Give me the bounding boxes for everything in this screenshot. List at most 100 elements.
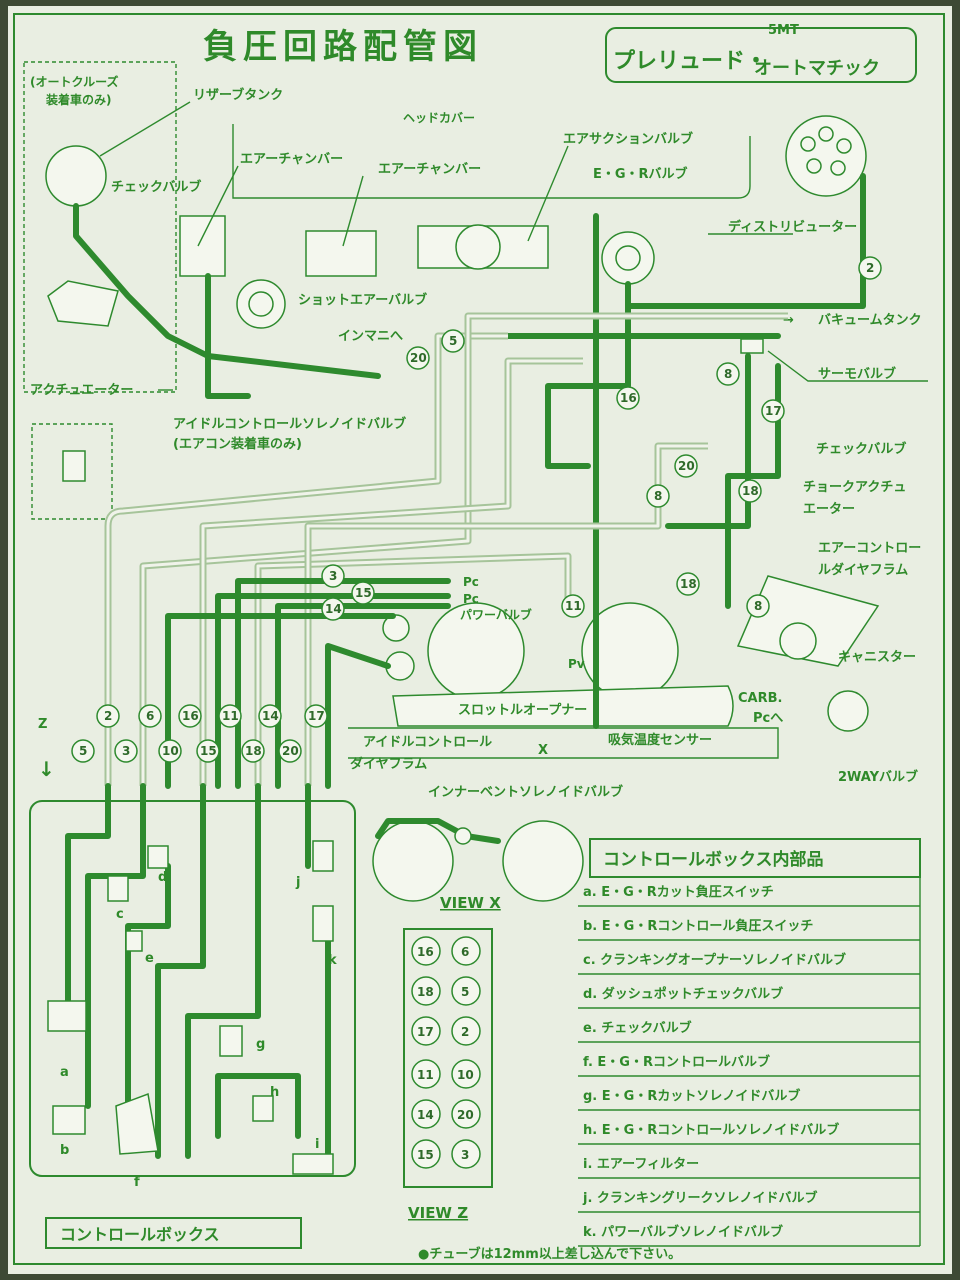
component-i: [292, 1153, 334, 1175]
control-box: [29, 800, 356, 1177]
z-mark: Z: [38, 717, 47, 732]
component-j: [312, 840, 334, 872]
letter-e: e: [145, 951, 154, 966]
vacuum-tank-label: バキュームタンク: [818, 313, 922, 328]
svg-text:20: 20: [282, 744, 299, 758]
air-control-diaphragm: [736, 575, 880, 667]
svg-text:11: 11: [417, 1068, 434, 1082]
air-chamber-1-label: エアーチャンバー: [240, 152, 343, 167]
shot-air-valve-label: ショットエアーバルブ: [298, 292, 427, 308]
distributor-label: ディストリビューター: [728, 219, 857, 235]
svg-text:8: 8: [654, 489, 662, 503]
model-box: [605, 27, 917, 83]
svg-text:17: 17: [417, 1025, 434, 1039]
idle-control-label-1: アイドルコントロール: [363, 735, 492, 750]
view-x-barrel-1: [372, 820, 454, 902]
svg-text:18: 18: [245, 744, 262, 758]
thermo-valve: [740, 338, 764, 354]
tube-reservoir: [73, 203, 381, 379]
aircon-note: (エアコン装着車のみ): [173, 436, 302, 452]
throttle-opener-label: スロットルオープナー: [458, 703, 587, 718]
air-control-diaphragm-label-1: エアーコントロー: [818, 541, 921, 556]
parts-item: f. E・G・Rコントロールバルブ: [583, 1054, 770, 1070]
view-x-label: VIEW X: [440, 894, 501, 912]
distributor: [785, 115, 867, 197]
svg-text:11: 11: [565, 599, 582, 613]
letter-j: j: [295, 875, 300, 890]
letter-d: d: [158, 870, 167, 885]
svg-text:2: 2: [461, 1025, 469, 1039]
choke-actuator-label-2: エーター: [803, 502, 855, 517]
letter-f: f: [134, 1175, 140, 1190]
svg-text:18: 18: [680, 577, 697, 591]
outer-frame: [13, 13, 945, 1265]
svg-text:20: 20: [457, 1108, 474, 1122]
air-chamber-2-label: エアーチャンバー: [378, 162, 481, 177]
diagram-board: 負圧回路配管図 プレリュード・ 5MT オートマチック (オートクルーズ 装着車…: [8, 6, 952, 1274]
svg-text:6: 6: [146, 709, 154, 723]
svg-text:18: 18: [742, 484, 759, 498]
carb-label: CARB.: [738, 691, 782, 706]
svg-text:20: 20: [410, 351, 427, 365]
svg-text:2: 2: [866, 261, 874, 275]
parts-item: e. チェックバルブ: [583, 1020, 692, 1036]
canister-label: キャニスター: [838, 650, 916, 665]
parts-item: c. クランキングオープナーソレノイドバルブ: [583, 952, 846, 968]
canister: [827, 690, 869, 732]
svg-text:2: 2: [104, 709, 112, 723]
tube-number-markers: 2 5 20 16 8 8 17 18 20 3 15 14 11 8 18 2…: [71, 256, 882, 763]
thermo-valve-label: サーモバルブ: [818, 366, 896, 382]
letter-c: c: [116, 907, 124, 922]
parts-item: h. E・G・Rコントロールソレノイドバルブ: [583, 1122, 839, 1138]
check-valve-top-label: チェックバルブ: [111, 179, 201, 195]
svg-text:6: 6: [461, 945, 469, 959]
air-suction-valve-label: エアサクションバルブ: [563, 131, 693, 147]
carb-body: [392, 685, 734, 727]
intake-temp-sensor-label: 吸気温度センサー: [608, 732, 712, 748]
svg-text:14: 14: [262, 709, 279, 723]
parts-item: a. E・G・Rカット負圧スイッチ: [583, 884, 774, 900]
svg-text:20: 20: [678, 459, 695, 473]
tube-note: ●チューブは12mm以上差し込んで下さい。: [418, 1246, 681, 1262]
view-x-barrel-2: [502, 820, 584, 902]
svg-text:10: 10: [457, 1068, 474, 1082]
component-h: [252, 1095, 274, 1122]
component-f: [115, 1092, 159, 1155]
vacuum-diagram: 負圧回路配管図 プレリュード・ 5MT オートマチック (オートクルーズ 装着車…: [13, 13, 945, 1265]
to-inmani-label: インマニへ: [338, 329, 403, 344]
idle-control-label-2: ダイヤフラム: [350, 756, 427, 772]
reservoir-tank-label: リザーブタンク: [193, 87, 283, 103]
air-chamber-2: [305, 230, 377, 277]
view-z-cells: 16 6 18 5 17 2 11 10 14 20 15 3: [411, 936, 481, 1169]
cruise-area-box: [23, 61, 177, 393]
svg-text:5: 5: [79, 744, 87, 758]
idle-solenoid-label: アイドルコントロールソレノイドバルブ: [173, 416, 406, 432]
component-g: [219, 1025, 243, 1057]
component-a: [47, 1000, 87, 1032]
choke-actuator-label-1: チョークアクチュ: [803, 480, 906, 495]
control-box-components: [47, 840, 334, 1175]
egr-valve-label: E・G・Rバルブ: [593, 166, 688, 182]
svg-text:14: 14: [325, 602, 342, 616]
parts-heading-box: [589, 838, 921, 878]
svg-text:3: 3: [329, 569, 337, 583]
svg-text:18: 18: [417, 985, 434, 999]
component-b: [52, 1105, 86, 1135]
x-mark: X: [538, 743, 548, 758]
svg-text:15: 15: [355, 586, 372, 600]
parts-heading: コントロールボックス内部品: [603, 849, 824, 870]
svg-text:11: 11: [222, 709, 239, 723]
actuator: [47, 280, 119, 327]
diagram-title: 負圧回路配管図: [203, 27, 483, 67]
svg-text:8: 8: [724, 367, 732, 381]
parts-item: d. ダッシュポットチェックバルブ: [583, 986, 783, 1002]
parts-item: j. クランキングリークソレノイドバルブ: [582, 1190, 818, 1206]
parts-item: k. パワーバルブソレノイドバルブ: [583, 1224, 783, 1240]
svg-text:17: 17: [765, 404, 782, 418]
svg-text:14: 14: [417, 1108, 434, 1122]
air-chamber-1: [179, 215, 226, 277]
letter-k: k: [328, 953, 337, 968]
power-valve-label: パワーバルブ: [460, 607, 532, 622]
component-k: [312, 905, 334, 942]
inner-vent-label: インナーベントソレノイドバルブ: [428, 784, 623, 800]
